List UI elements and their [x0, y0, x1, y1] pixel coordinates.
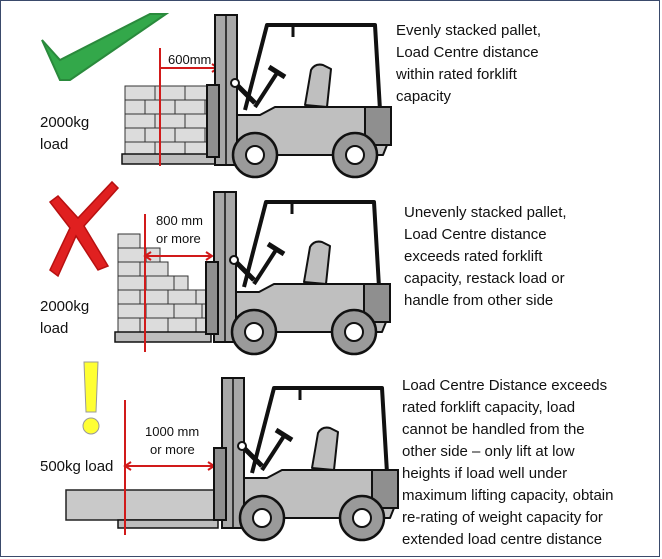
row1-load-weight: 2000kg load [40, 112, 89, 156]
row3-dimension-label-line1: 1000 mm [145, 424, 199, 439]
row3-long-load [65, 489, 219, 529]
row2-pallet-stack [114, 233, 212, 343]
row1-description-line: within rated forklift [396, 66, 517, 83]
row1-forklift-illustration [207, 15, 391, 177]
row2-status-cross-icon [48, 180, 120, 278]
row1-description-line: Evenly stacked pallet, [396, 22, 542, 39]
row2-forklift-illustration [206, 192, 390, 354]
row3-description-line: re-rating of weight capacity for [402, 509, 603, 526]
row1-dimension-label: 600mm [168, 52, 211, 67]
row2-load-weight-line1: 2000kg [40, 298, 90, 315]
row2-dimension-label-line2: or more [156, 231, 201, 246]
row3-description-line: other side – only lift at low [402, 443, 575, 460]
row3-dimension-label-line2: or more [150, 442, 195, 457]
row3-description-line: rated forklift capacity, load [402, 399, 576, 416]
row3-description-line: maximum lifting capacity, obtain [402, 487, 614, 504]
row1-status-check-icon [41, 13, 170, 81]
row3-status-exclamation-icon [82, 361, 100, 435]
row2-description-line: capacity, restack load or [404, 270, 565, 287]
row3-load-weight-line1: 500kg load [40, 458, 114, 475]
row2-description: Unevenly stacked pallet, Load Centre dis… [404, 202, 567, 312]
row3-description: Load Centre Distance exceeds rated forkl… [402, 375, 613, 551]
row3-load-weight: 500kg load [40, 456, 113, 478]
row2-load-weight-line2: load [40, 320, 69, 337]
row1-description-line: capacity [396, 88, 452, 105]
row2-load-centre-dimension: 800 mm or more [143, 213, 214, 352]
row2-description-line: Load Centre distance [404, 226, 547, 243]
row2-load-weight: 2000kg load [40, 296, 89, 340]
row3-forklift-illustration [214, 378, 398, 540]
row2-dimension-label-line1: 800 mm [156, 213, 203, 228]
row3-load-centre-dimension: 1000 mm or more [123, 400, 216, 535]
row1-load-weight-line1: 2000kg [40, 114, 90, 131]
row2-description-line: exceeds rated forklift [404, 248, 543, 265]
row1-description-line: Load Centre distance [396, 44, 539, 61]
row1-description: Evenly stacked pallet, Load Centre dista… [396, 20, 541, 108]
row2-description-line: Unevenly stacked pallet, [404, 204, 567, 221]
row3-description-line: extended load centre distance [402, 531, 603, 548]
row2-description-line: handle from other side [404, 292, 554, 309]
row3-description-line: Load Centre Distance exceeds [402, 377, 608, 394]
row1-load-weight-line2: load [40, 136, 69, 153]
row3-description-line: heights if load well under [402, 465, 568, 482]
row1-pallet-stack [121, 85, 219, 165]
row3-description-line: cannot be handled from the [402, 421, 585, 438]
